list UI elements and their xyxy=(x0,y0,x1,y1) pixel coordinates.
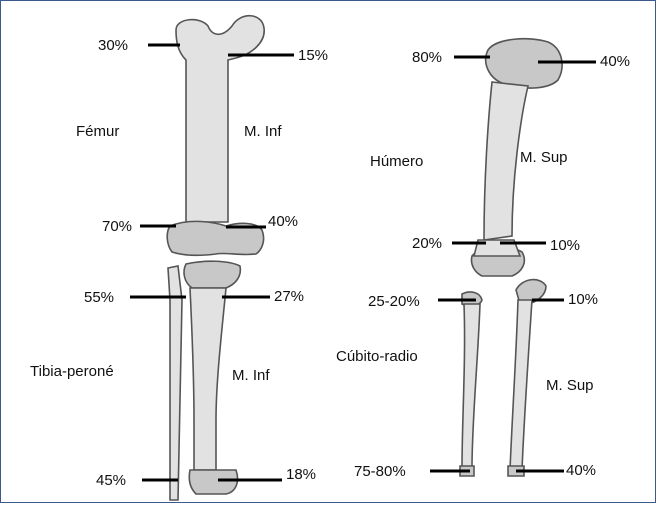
femur-proximal-left-pct: 30% xyxy=(98,38,128,53)
femur-name: Fémur xyxy=(76,124,119,139)
humerus-proximal-left-pct: 80% xyxy=(412,50,442,65)
forearm-limb: M. Sup xyxy=(546,378,594,393)
tibia-limb: M. Inf xyxy=(232,368,270,383)
femur-proximal-right-pct: 15% xyxy=(298,48,328,63)
tibia-proximal-left-pct: 55% xyxy=(84,290,114,305)
humerus-limb: M. Sup xyxy=(520,150,568,165)
tibia-name: Tibia-peroné xyxy=(30,364,114,379)
humerus-distal-right-pct: 10% xyxy=(550,238,580,253)
forearm-name: Cúbito-radio xyxy=(336,349,418,364)
tibia-distal-left-pct: 45% xyxy=(96,473,126,488)
femur-distal-left-pct: 70% xyxy=(102,219,132,234)
tibia-distal-right-pct: 18% xyxy=(286,467,316,482)
femur-limb: M. Inf xyxy=(244,124,282,139)
humerus-proximal-right-pct: 40% xyxy=(600,54,630,69)
tibia-proximal-right-pct: 27% xyxy=(274,289,304,304)
femur-distal-right-pct: 40% xyxy=(268,214,298,229)
humerus-name: Húmero xyxy=(370,154,423,169)
humerus-distal-left-pct: 20% xyxy=(412,236,442,251)
forearm-distal-left-pct: 75-80% xyxy=(354,464,406,479)
forearm-distal-right-pct: 40% xyxy=(566,463,596,478)
forearm-proximal-right-pct: 10% xyxy=(568,292,598,307)
forearm-bone xyxy=(460,280,546,476)
forearm-proximal-left-pct: 25-20% xyxy=(368,294,420,309)
